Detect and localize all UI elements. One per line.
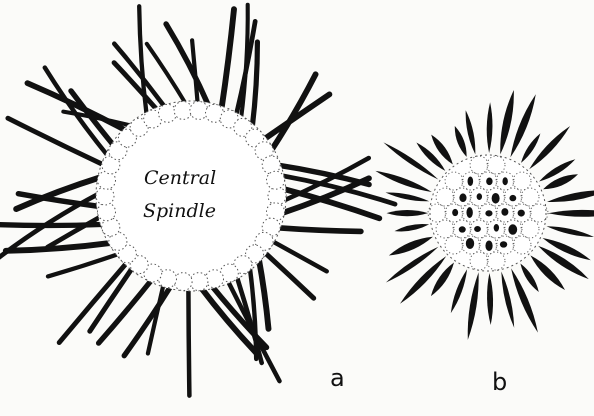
granule <box>477 193 482 200</box>
granule <box>485 240 492 251</box>
granule <box>474 226 481 232</box>
chromosome <box>501 272 514 328</box>
chromosome <box>387 210 429 216</box>
chromosome <box>386 192 430 201</box>
granule <box>485 210 492 216</box>
chromosome <box>529 126 570 169</box>
chromosome-thread <box>276 228 361 232</box>
chromosome-thread <box>27 83 127 131</box>
granule <box>508 224 517 234</box>
central-label-line2: Spindle <box>143 200 216 222</box>
chromosome-thread <box>241 5 248 120</box>
panel-b-label: b <box>492 368 507 396</box>
granule <box>492 193 500 204</box>
chromosome <box>548 210 594 217</box>
chromosome <box>395 224 430 231</box>
chromosome <box>547 190 594 202</box>
chromosome <box>466 110 476 154</box>
chromosome <box>451 269 467 313</box>
chromosome <box>487 102 493 153</box>
chromosome <box>511 268 538 332</box>
chromosome-thread <box>252 42 257 129</box>
panel-a-ring-of-chromosomes: Central Spindle a <box>0 5 395 396</box>
granule <box>518 210 525 217</box>
bead <box>159 104 177 122</box>
chromosome-thread <box>166 24 209 107</box>
chromosome <box>375 171 431 192</box>
bead <box>174 273 192 291</box>
chromosome-thread <box>271 74 316 151</box>
chromosome <box>468 272 479 340</box>
granule <box>466 207 472 218</box>
chromosome-thread <box>259 257 269 329</box>
chromosome-thread <box>6 243 113 251</box>
granule <box>486 178 492 186</box>
granule <box>502 177 507 185</box>
chromosome-thread <box>221 9 234 110</box>
granule <box>509 195 516 201</box>
bead <box>206 270 224 288</box>
chromosome-thread <box>59 262 128 343</box>
chromosome <box>487 273 493 325</box>
granule <box>459 193 466 202</box>
chromosome <box>547 226 594 237</box>
bead <box>96 187 114 205</box>
bead <box>268 187 286 205</box>
panel-b-chromosome-cluster: b <box>375 90 594 396</box>
chromosome <box>455 126 467 157</box>
granule <box>494 224 499 232</box>
chromosome <box>543 238 591 260</box>
chromosome <box>500 90 514 154</box>
granule <box>500 241 507 247</box>
chromosome-thread <box>263 94 330 140</box>
granule <box>468 176 474 186</box>
panel-a-label: a <box>330 364 345 392</box>
bead <box>190 101 208 119</box>
central-label-line1: Central <box>144 167 216 189</box>
granule <box>501 208 508 216</box>
granule <box>452 209 458 216</box>
granule <box>466 238 474 249</box>
chromosome-thread <box>48 253 120 276</box>
granule <box>459 226 466 232</box>
chromosome-thread <box>8 118 105 165</box>
bead <box>98 203 116 221</box>
chromosome <box>520 264 538 293</box>
chromosome <box>383 142 438 179</box>
bead <box>267 171 285 189</box>
chromosome-thread <box>188 287 189 396</box>
chromosome <box>389 237 433 256</box>
